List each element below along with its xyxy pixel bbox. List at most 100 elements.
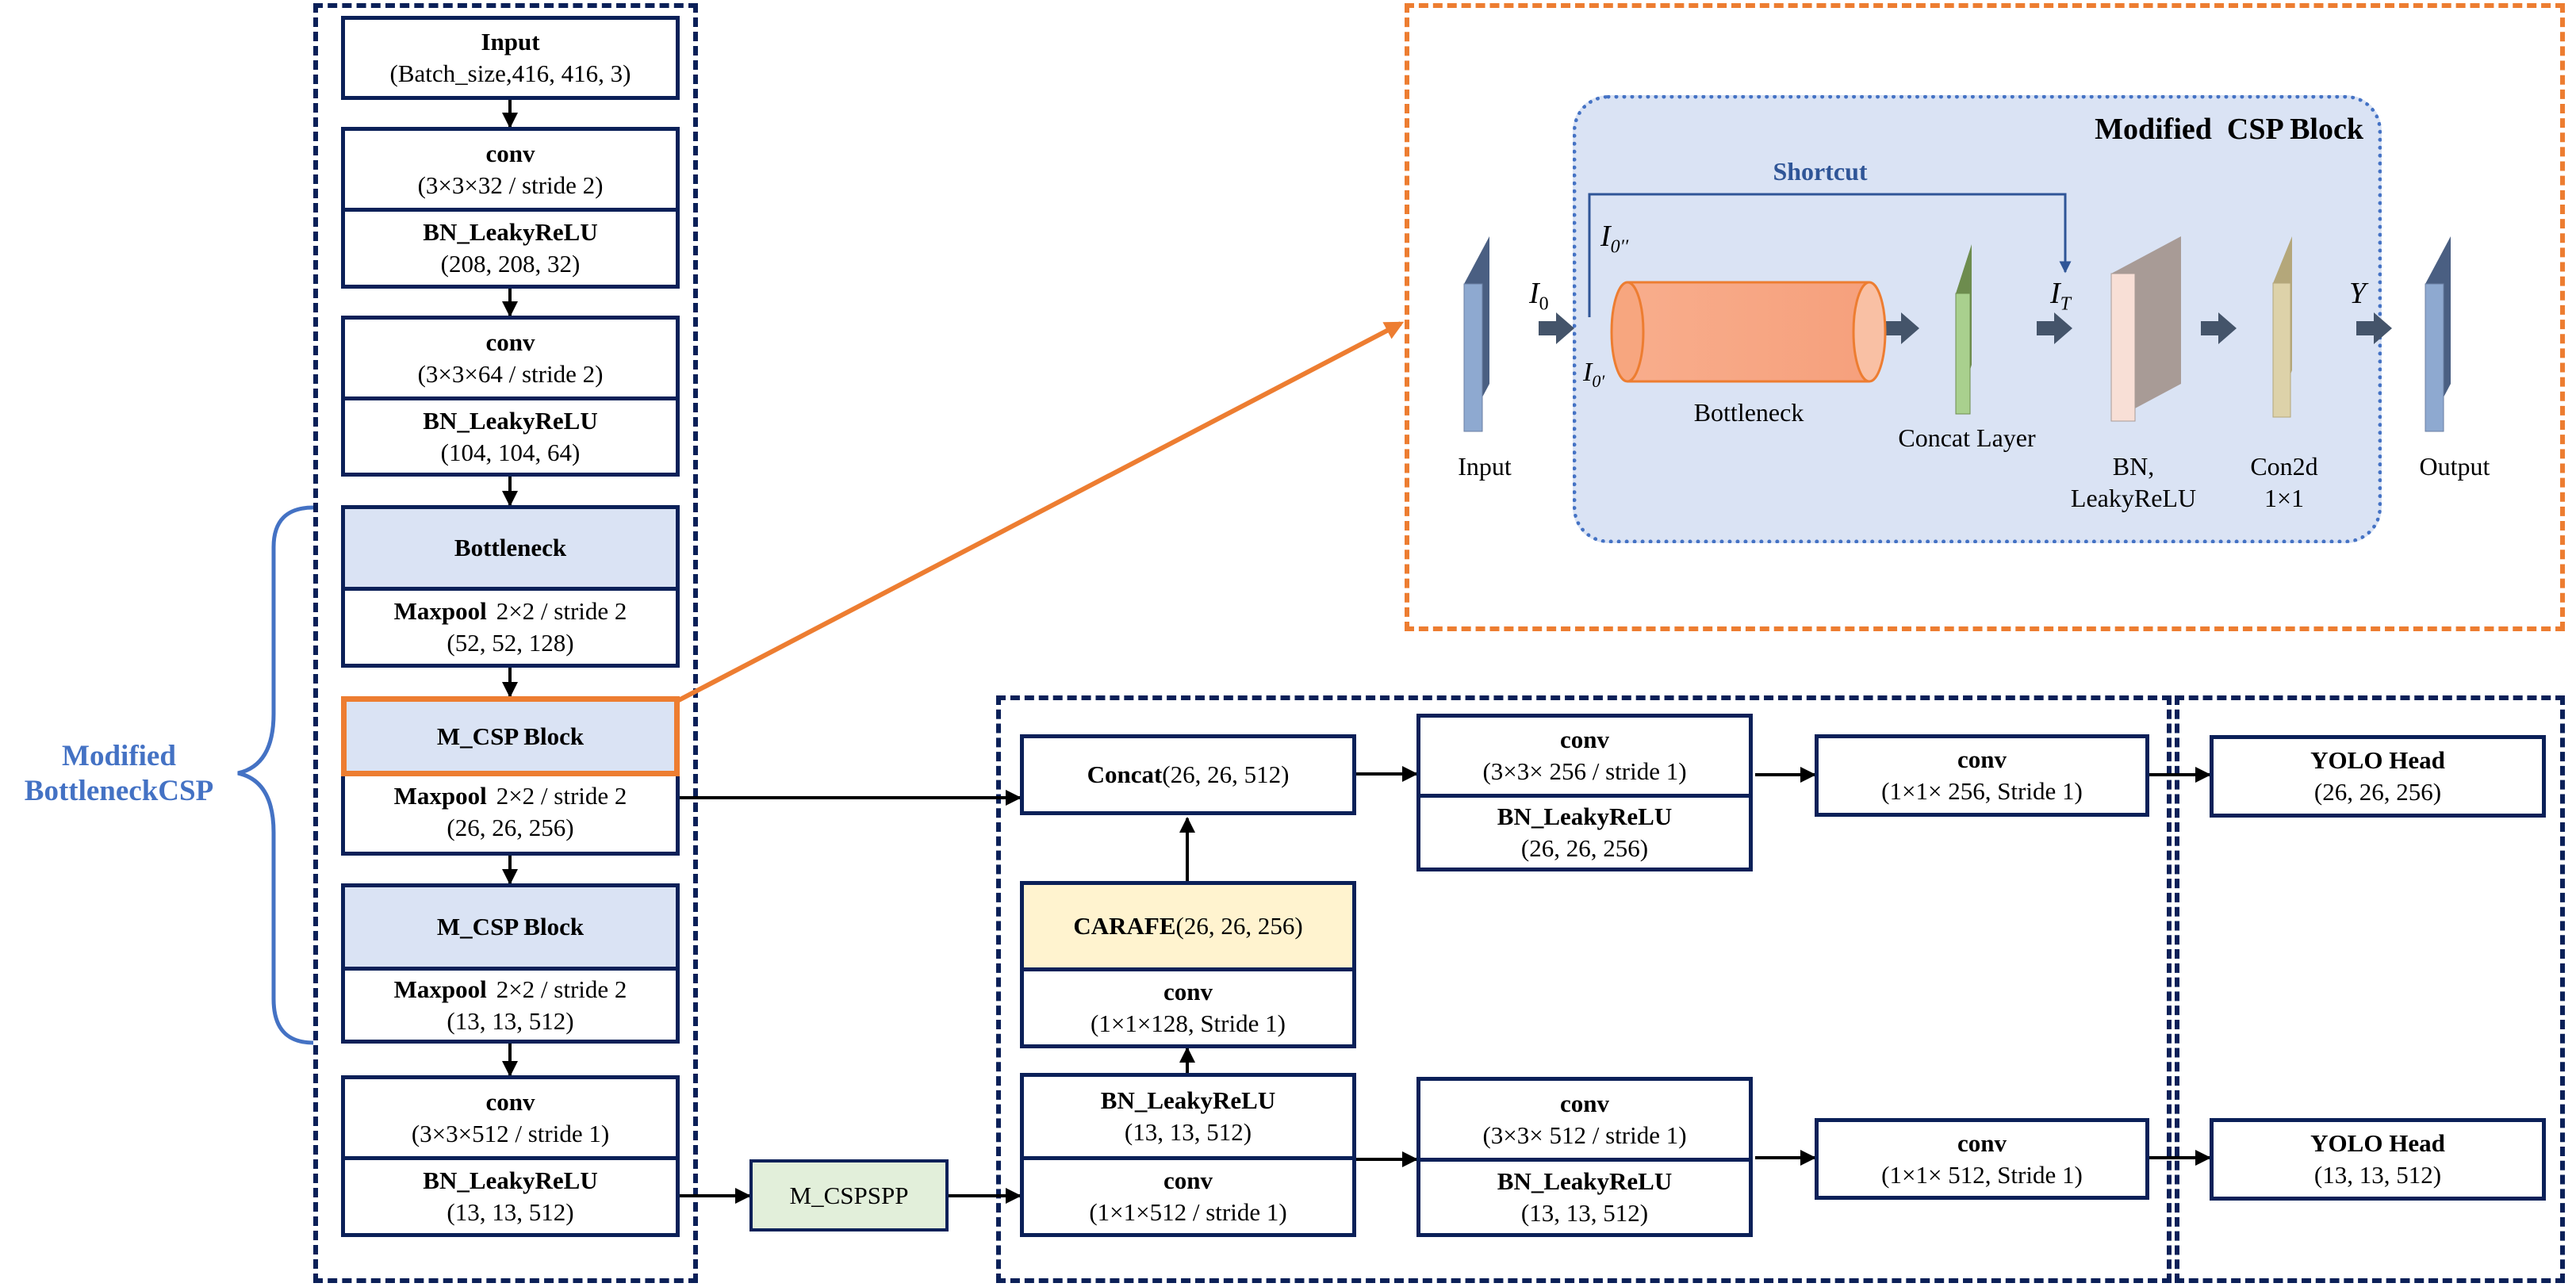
neck-region [996, 695, 2172, 1283]
bn-shape: (208, 208, 32) [440, 250, 581, 278]
maxpool-shape: (52, 52, 128) [447, 629, 574, 657]
yolo-head-top: YOLO Head (26, 26, 256) [2210, 735, 2546, 818]
concat-shape: (26, 26, 512) [1162, 760, 1290, 788]
carafe-shape: (26, 26, 256) [1175, 912, 1303, 940]
bn-leakyrelu-label: BN, LeakyReLU [2054, 450, 2213, 514]
carafe-block: CARAFE (26, 26, 256) conv (1×1×128, Stri… [1020, 881, 1356, 1048]
conv-params: (3×3×64 / stride 2) [417, 359, 604, 388]
bottleneck-title: Bottleneck [454, 534, 567, 561]
backbone-region [313, 3, 698, 1283]
brace-icon [237, 505, 314, 1045]
conv-params: (1×1× 256, Stride 1) [1881, 777, 2083, 805]
bottleneck-block: Bottleneck Maxpool 2×2 / stride 2 (52, 5… [341, 505, 680, 668]
conv-title: conv [485, 1087, 535, 1116]
maxpool-params: 2×2 / stride 2 [496, 782, 627, 810]
bn-shape: (26, 26, 256) [1520, 834, 1649, 862]
maxpool-shape: (13, 13, 512) [447, 1006, 574, 1035]
detail-pointer-arrow [674, 321, 1405, 704]
concat-block: Concat (26, 26, 512) [1020, 734, 1356, 815]
conv-label-line2: 1×1 [2264, 484, 2305, 512]
bottleneck-cylinder-icon [1610, 281, 1887, 383]
carafe-title: CARAFE [1073, 912, 1176, 940]
yolo-head-title: YOLO Head [2310, 1129, 2445, 1157]
bn-shape: (13, 13, 512) [1520, 1199, 1649, 1227]
conv-params: (1×1×512 / stride 1) [1089, 1198, 1287, 1226]
conv-params: (3×3× 512 / stride 1) [1482, 1120, 1687, 1149]
mcsp-title: M_CSP Block [436, 722, 585, 750]
conv-title: conv [485, 139, 535, 167]
maxpool-line: Maxpool 2×2 / stride 2 [394, 780, 627, 812]
mcspspp-label: M_CSPSPP [789, 1181, 909, 1209]
symbol-it: IT [2050, 277, 2072, 315]
input-title: Input [481, 28, 540, 56]
conv1x1-block-icon [2272, 236, 2292, 418]
bn-title: BN_LeakyReLU [423, 218, 598, 246]
maxpool-shape: (26, 26, 256) [447, 814, 574, 841]
mcsp-block-1-highlight: M_CSP Block [341, 696, 680, 776]
conv-title: conv [1560, 726, 1609, 753]
yolo-head-bottom: YOLO Head (13, 13, 512) [2210, 1118, 2546, 1201]
maxpool-title: Maxpool [393, 597, 487, 625]
conv-mid-bot-block: conv (3×3× 512 / stride 1) BN_LeakyReLU … [1416, 1077, 1753, 1237]
symbol-i0: I0 [1529, 277, 1549, 315]
shortcut-label: Shortcut [1773, 157, 1868, 186]
symbol-y: Y [2349, 277, 2367, 310]
bn-title: BN_LeakyReLU [1497, 802, 1673, 830]
conv-params: (1×1×128, Stride 1) [1091, 1009, 1286, 1037]
conv-title: conv [1957, 745, 2007, 773]
csp-detail-title: Modified CSP Block [2095, 113, 2363, 146]
yolo-head-shape: (13, 13, 512) [2313, 1161, 2442, 1189]
output-feature-map-icon [2425, 236, 2451, 432]
conv-params: (3×3×32 / stride 2) [417, 170, 604, 199]
shortcut-connector [1588, 193, 2072, 317]
maxpool-params: 2×2 / stride 2 [496, 975, 627, 1003]
conv-block-3: conv (3×3×512 / stride 1) BN_LeakyReLU (… [341, 1075, 680, 1237]
bn-title: BN_LeakyReLU [423, 1166, 598, 1194]
bn-title: BN_LeakyReLU [1497, 1167, 1673, 1195]
mcsp-title: M_CSP Block [436, 913, 585, 940]
brace-label-line1: Modified [62, 740, 176, 772]
conv-title: conv [1560, 1089, 1609, 1117]
concat-layer-label: Concat Layer [1898, 423, 2036, 452]
yolo-head-shape: (26, 26, 256) [2313, 778, 2442, 806]
bn-title: BN_LeakyReLU [423, 406, 598, 435]
mcsp-block-2: M_CSP Block Maxpool 2×2 / stride 2 (13, … [341, 883, 680, 1044]
concat-line: Concat (26, 26, 512) [1087, 760, 1290, 789]
conv-title: conv [485, 327, 535, 356]
conv-title: conv [1957, 1128, 2007, 1157]
maxpool-params: 2×2 / stride 2 [496, 597, 627, 625]
brace-label-line2: BottleneckCSP [24, 775, 214, 807]
conv-params: (1×1× 512, Stride 1) [1881, 1160, 2083, 1189]
concat-title: Concat [1087, 760, 1163, 788]
csp-flow-arrows [1539, 312, 2392, 344]
carafe-line: CARAFE (26, 26, 256) [1073, 910, 1302, 942]
maxpool-line: Maxpool 2×2 / stride 2 [394, 974, 627, 1005]
symbol-i0-prime: I0′ [1583, 358, 1605, 391]
output-label: Output [2419, 452, 2490, 481]
bn-shape: (13, 13, 512) [1124, 1118, 1252, 1146]
conv-label-line1: Con2d [2250, 452, 2318, 481]
bn-title: BN_LeakyReLU [1100, 1086, 1276, 1114]
conv-right-bot-block: conv (1×1× 512, Stride 1) [1815, 1118, 2149, 1200]
network-arrows [676, 766, 2211, 1204]
head-region [2175, 695, 2565, 1283]
brace-label: Modified BottleneckCSP [0, 739, 238, 809]
mcspspp-block: M_CSPSPP [749, 1159, 949, 1231]
conv-block-1: conv (3×3×32 / stride 2) BN_LeakyReLU (2… [341, 127, 680, 289]
input-feature-map-icon [1463, 236, 1489, 432]
bn-label-line1: BN, [2112, 452, 2155, 481]
bn-leakyrelu-block-icon [2110, 236, 2181, 422]
symbol-i0-double-prime: I0′′ [1600, 220, 1629, 258]
bottleneck-label: Bottleneck [1693, 398, 1804, 427]
maxpool-line: Maxpool 2×2 / stride 2 [394, 596, 627, 627]
input-shape: (Batch_size,416, 416, 3) [389, 59, 631, 87]
input-block: Input (Batch_size,416, 416, 3) [341, 16, 680, 100]
bn-shape: (13, 13, 512) [447, 1198, 574, 1226]
conv-title: conv [1163, 1166, 1213, 1194]
concat-layer-icon [1955, 244, 1972, 415]
conv1x1-label: Con2d 1×1 [2229, 450, 2340, 514]
maxpool-title: Maxpool [393, 975, 487, 1003]
bn-shape: (104, 104, 64) [440, 438, 581, 466]
